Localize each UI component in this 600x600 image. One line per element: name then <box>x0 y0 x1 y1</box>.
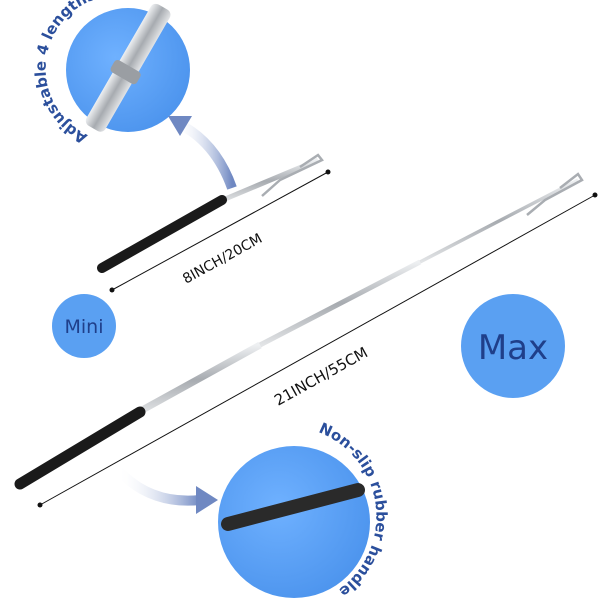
mini-length-label: 8INCH/20CM <box>180 231 265 288</box>
max-badge: Max <box>461 294 565 398</box>
max-length-label: 21INCH/55CM <box>271 343 371 409</box>
max-handle <box>14 406 146 490</box>
callout-circle-bottom <box>218 446 370 598</box>
max-label: Max <box>478 328 548 368</box>
arrow-icon <box>114 466 201 506</box>
arrow-icon <box>172 117 237 190</box>
mini-rod <box>97 153 324 273</box>
max-rod <box>14 172 584 490</box>
mini-badge: Mini <box>52 294 116 358</box>
arrow-head-icon <box>168 116 192 136</box>
mini-dimension: 8INCH/20CM <box>109 169 331 293</box>
mini-label: Mini <box>65 316 104 338</box>
handle-callout: Non-slip rubber handle <box>218 419 390 600</box>
arrow-head-icon <box>196 486 218 514</box>
mini-handle <box>97 195 227 273</box>
adjustable-callout: Adjustable 4 lengths <box>32 0 190 147</box>
rubber-handle-photo <box>221 483 365 531</box>
